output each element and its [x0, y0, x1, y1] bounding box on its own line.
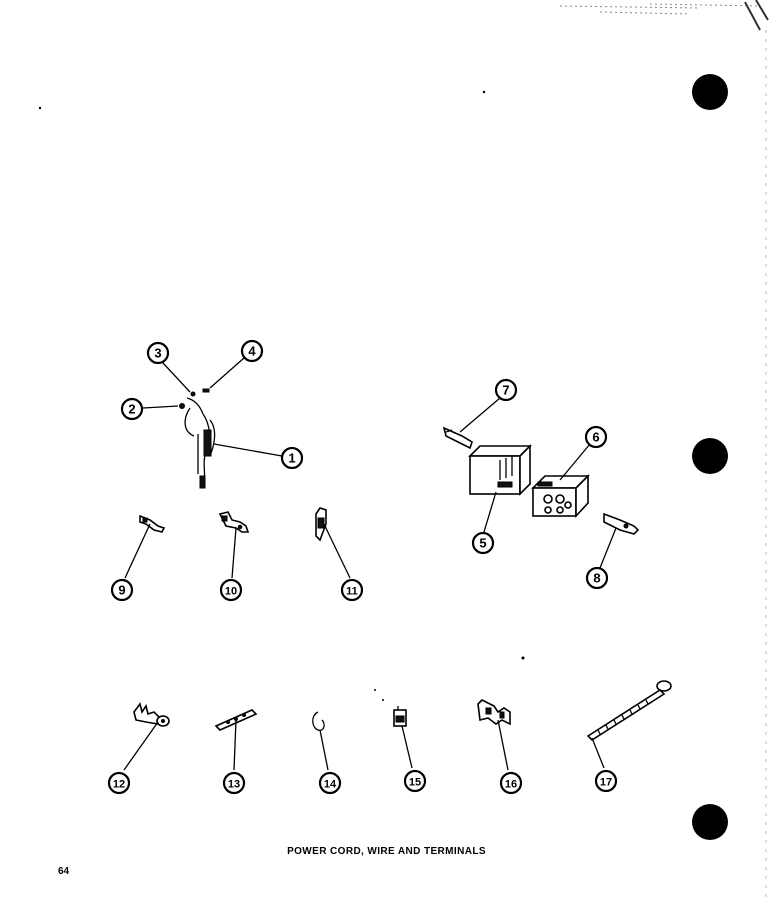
part-15-small-connector: [393, 706, 407, 727]
callout-14: 14: [318, 771, 342, 795]
binder-hole: [692, 804, 728, 840]
callout-16: 16: [499, 771, 523, 795]
callout-2: 2: [120, 397, 144, 421]
callout-15: 15: [403, 769, 427, 793]
callout-12: 12: [107, 771, 131, 795]
part-16-terminal-bracket: [477, 699, 511, 726]
binder-hole: [692, 438, 728, 474]
callout-10: 10: [219, 578, 243, 602]
svg-text:8: 8: [593, 571, 600, 586]
callout-6: 6: [584, 425, 608, 449]
callout-4: 4: [240, 339, 264, 363]
svg-text:7: 7: [502, 383, 509, 398]
diagram-caption: POWER CORD, WIRE AND TERMINALS: [287, 846, 486, 857]
svg-text:5: 5: [479, 536, 486, 551]
part-1-power-cord: [184, 397, 216, 489]
svg-text:2: 2: [128, 402, 135, 417]
part-9-terminal: [139, 514, 166, 533]
svg-text:9: 9: [118, 583, 125, 598]
binder-hole: [692, 74, 728, 110]
svg-text:11: 11: [346, 586, 358, 598]
callout-5: 5: [471, 531, 495, 555]
part-7-terminal: [442, 426, 473, 450]
svg-text:4: 4: [248, 344, 256, 359]
svg-text:13: 13: [228, 779, 240, 791]
callout-13: 13: [222, 771, 246, 795]
scan-noise: [38, 0, 769, 900]
callout-8: 8: [585, 566, 609, 590]
part-8-terminal: [603, 512, 640, 535]
svg-text:16: 16: [505, 779, 517, 791]
part-4-terminal: [202, 388, 210, 393]
callout-1: 1: [280, 446, 304, 470]
part-6-connector-plug: [531, 474, 590, 519]
svg-text:6: 6: [592, 430, 599, 445]
callout-7: 7: [494, 378, 518, 402]
part-11-terminal: [315, 507, 327, 542]
svg-text:17: 17: [600, 777, 612, 789]
part-5-connector-housing: [468, 444, 532, 496]
part-10-terminal: [218, 511, 250, 533]
svg-text:12: 12: [113, 779, 125, 791]
part-3-terminal: [190, 391, 196, 397]
leader-lines: [123, 357, 617, 771]
svg-text:10: 10: [225, 586, 237, 598]
svg-text:1: 1: [288, 451, 295, 466]
part-12-ring-terminal: [133, 702, 170, 727]
part-14-wire-clip: [312, 711, 325, 731]
svg-text:14: 14: [324, 779, 337, 791]
callout-11: 11: [340, 578, 364, 602]
callout-3: 3: [146, 341, 170, 365]
callout-9: 9: [110, 578, 134, 602]
svg-text:3: 3: [154, 346, 161, 361]
page-number: 64: [58, 866, 70, 877]
callout-17: 17: [594, 769, 618, 793]
part-2-terminal: [179, 403, 185, 409]
part-17-cable-tie: [586, 680, 672, 742]
svg-text:15: 15: [409, 777, 421, 789]
